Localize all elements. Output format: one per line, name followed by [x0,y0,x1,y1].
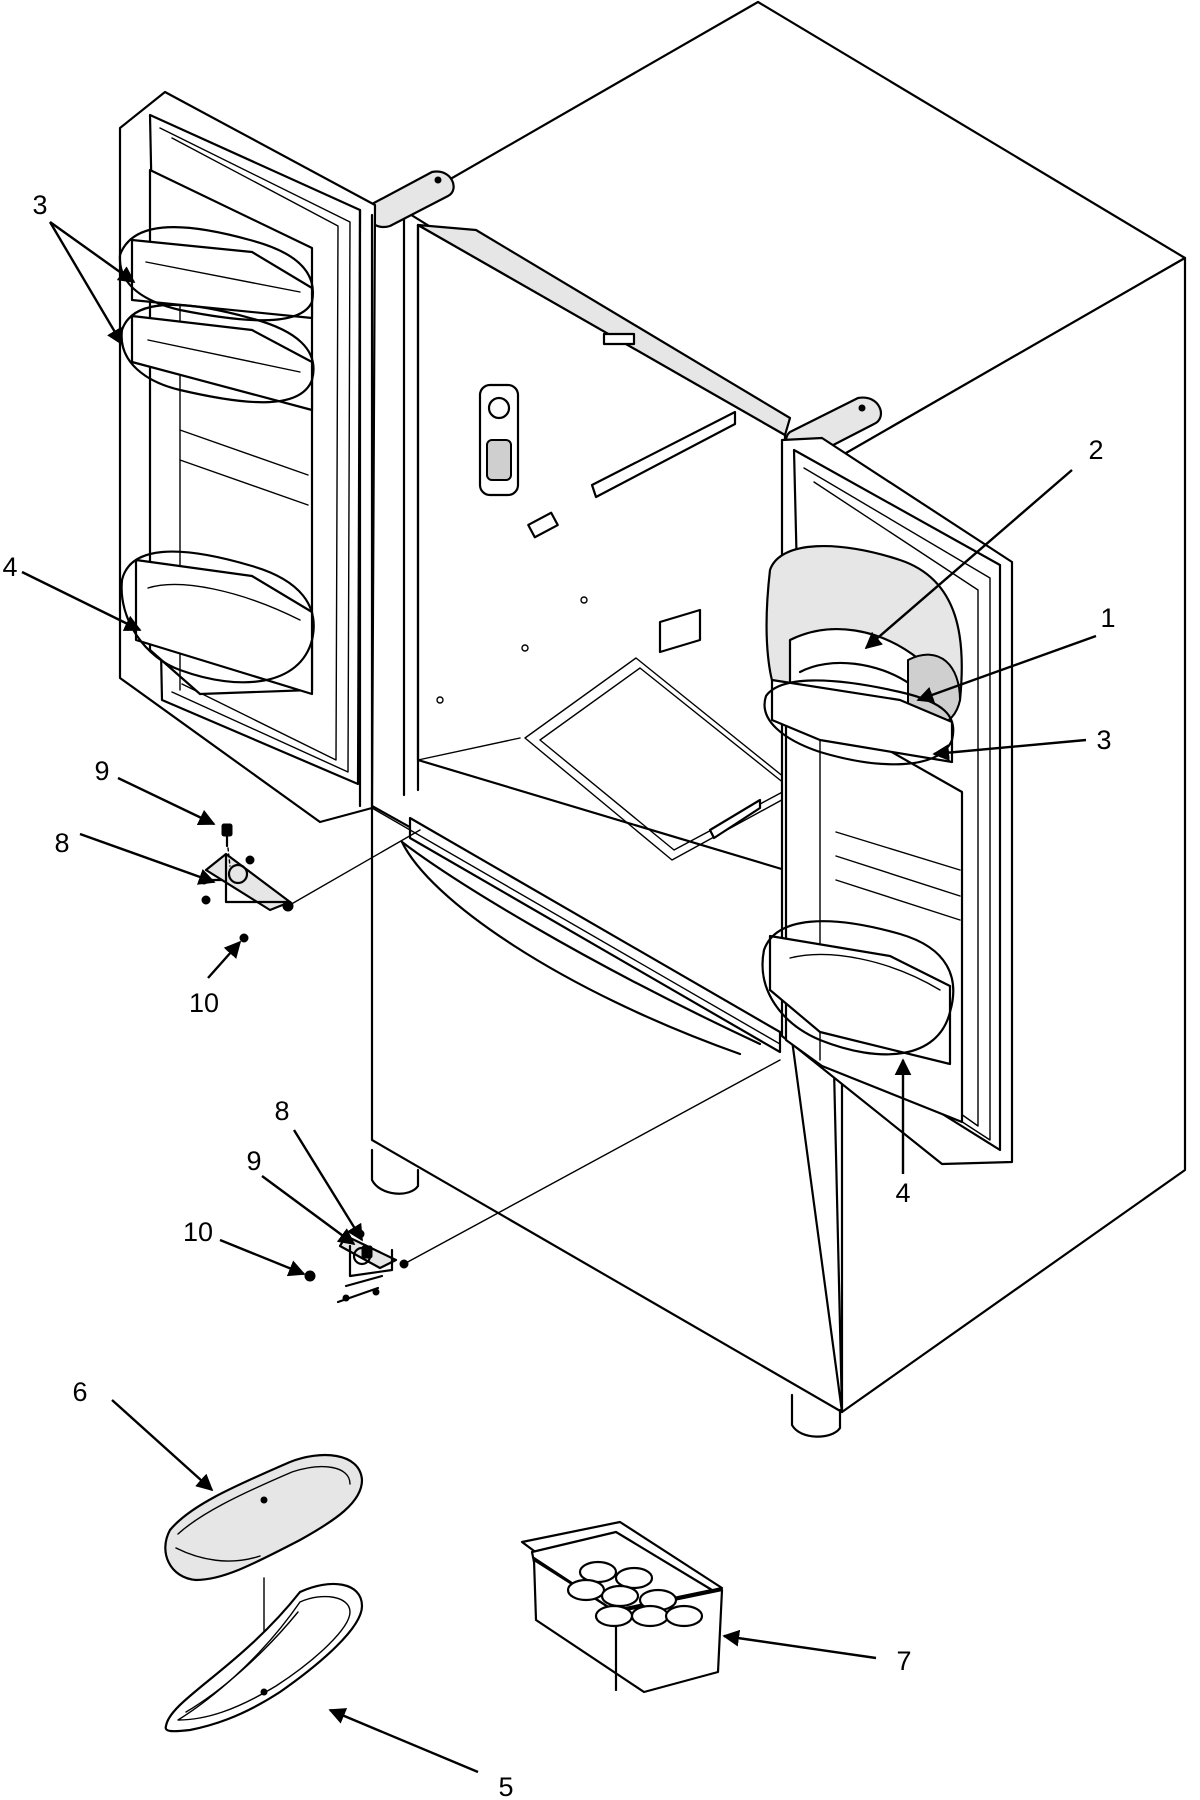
hinge-assembly-lower [304,1229,409,1304]
callout-9-upper: 9 [94,756,109,786]
leader-2 [864,469,1073,650]
leader-3-right [932,738,1087,761]
callout-10-lower: 10 [183,1217,213,1247]
leader-10-upper [207,940,242,979]
leader-9-lower [261,1175,356,1245]
hinge-assembly-upper [199,823,294,943]
callout-10-upper: 10 [189,988,219,1018]
callout-2: 2 [1088,435,1103,465]
assembly-line-lower [403,1059,781,1265]
callout-1: 1 [1100,603,1115,633]
leader-6 [111,1399,214,1492]
callout-8-lower: 8 [274,1096,289,1126]
callout-7: 7 [896,1646,911,1676]
callout-labels: 1 2 3 3 4 4 5 6 7 8 8 9 9 10 10 [2,190,1115,1800]
butter-tray [164,1582,364,1733]
leader-5 [328,1708,479,1774]
leader-lines [21,221,1097,1774]
leader-1 [916,634,1097,703]
callout-3-left: 3 [32,190,47,220]
callout-5: 5 [498,1772,513,1800]
right-door-bin-bottom [761,920,955,1066]
callout-4-left: 4 [2,552,17,582]
butter-compartment-lid [164,1453,364,1582]
leader-4-left [21,570,142,632]
right-door [761,436,1014,1166]
left-door-bin-middle [120,303,315,412]
callout-6: 6 [72,1377,87,1407]
egg-tray [520,1520,724,1694]
left-door [118,90,377,824]
freezer-drawer [371,807,782,1056]
callout-4-right: 4 [895,1178,910,1208]
left-door-bin-bottom [120,550,315,696]
dispenser-control [478,383,520,497]
leader-3-left-b [48,221,124,346]
callout-3-right: 3 [1096,725,1111,755]
fresh-food-compartment [402,216,801,872]
leader-8-upper [79,832,216,885]
leader-8-lower [292,1129,364,1242]
right-door-bin-top [763,678,955,766]
callout-9-lower: 9 [246,1146,261,1176]
leader-7 [722,1629,877,1660]
leader-9-upper [117,776,216,826]
callout-8-upper: 8 [54,828,69,858]
leader-3-left-a [49,221,136,283]
leader-10-lower [219,1238,306,1277]
assembly-line-upper [287,829,421,907]
